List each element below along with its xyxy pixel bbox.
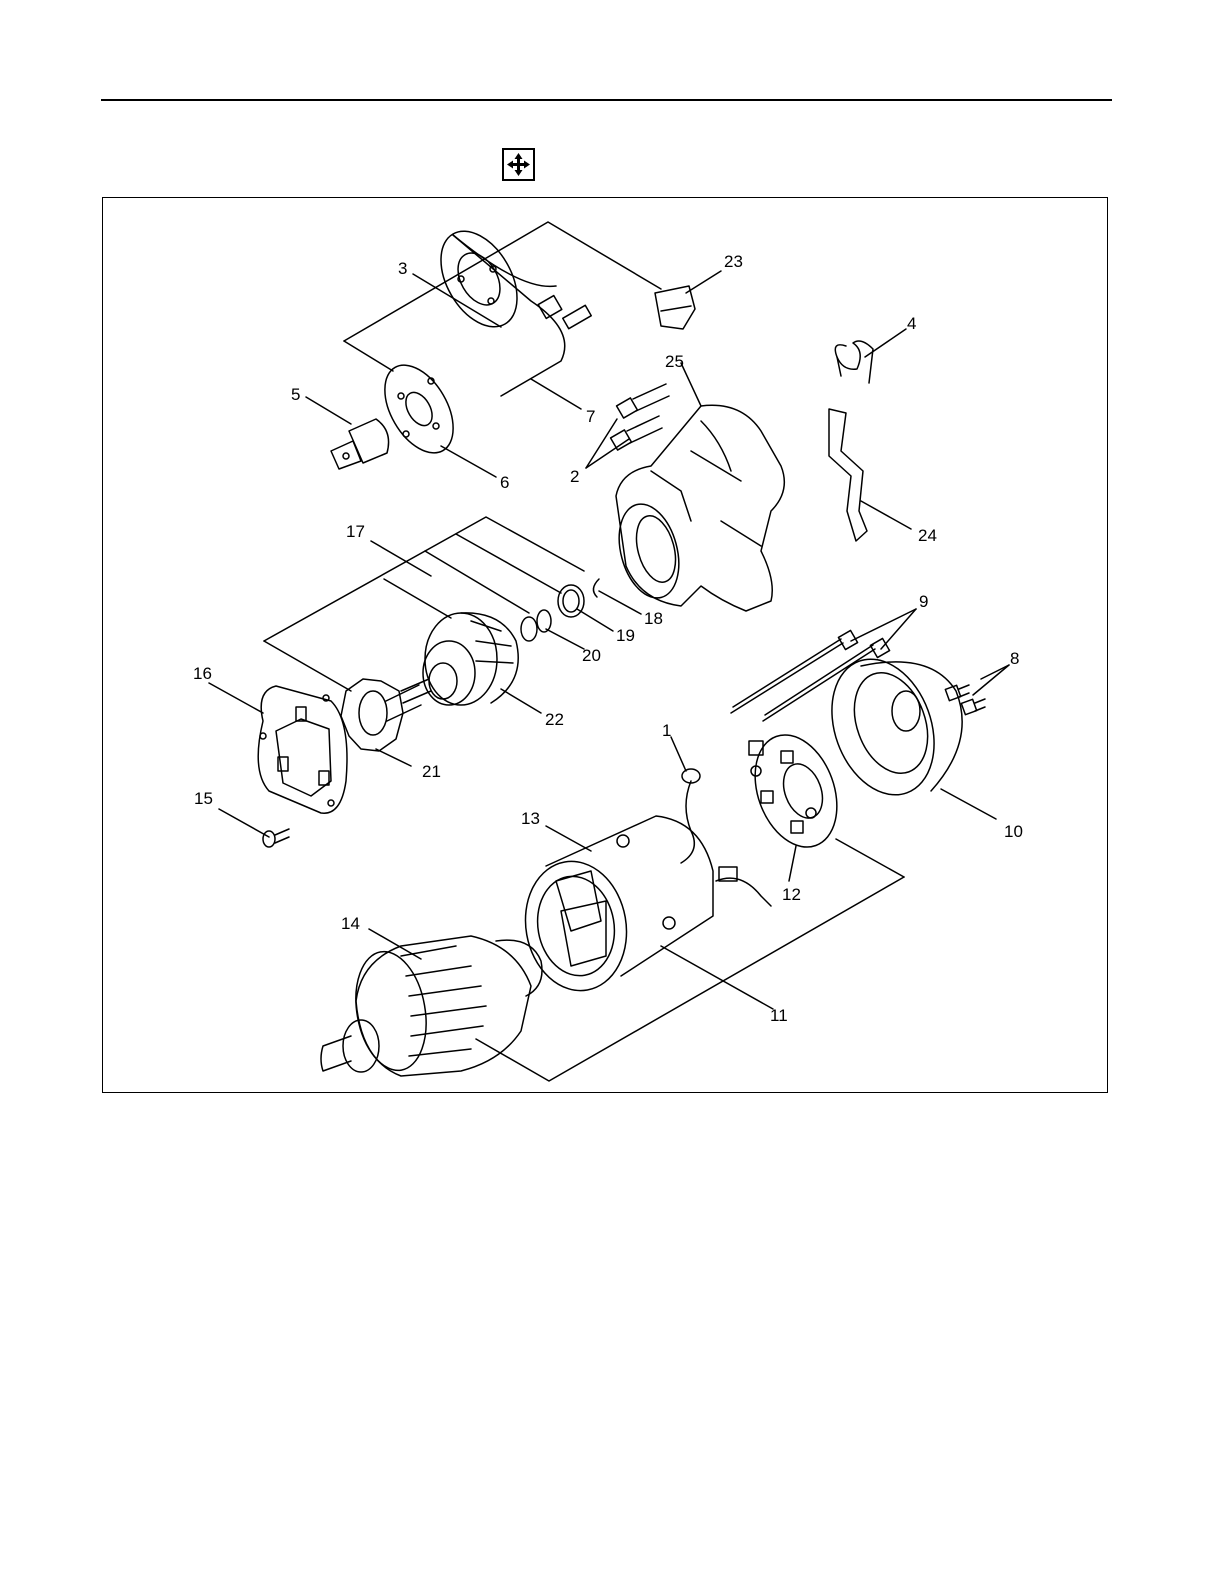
zoom-expand-icon[interactable]	[502, 148, 535, 181]
callout-14: 14	[341, 914, 360, 933]
callout-6: 6	[500, 473, 509, 492]
stop-ring	[558, 585, 584, 617]
callout-8: 8	[1010, 649, 1019, 668]
solenoid-gasket	[371, 353, 467, 464]
callout-7: 7	[586, 407, 595, 426]
snap-ring	[593, 579, 599, 597]
terminal-cover	[655, 286, 695, 329]
callout-10: 10	[1004, 822, 1023, 841]
callout-12: 12	[782, 885, 801, 904]
callout-9: 9	[919, 592, 928, 611]
callout-25: 25	[665, 352, 684, 371]
callout-24: 24	[918, 526, 937, 545]
callout-23: 23	[724, 252, 743, 271]
callout-5: 5	[291, 385, 300, 404]
callout-15: 15	[194, 789, 213, 808]
housing-screw	[263, 829, 289, 847]
callout-2: 2	[570, 467, 579, 486]
callout-19: 19	[616, 626, 635, 645]
pinion-gear	[341, 679, 421, 751]
starter-exploded-diagram: 3 23 4 25 5 7 2 6 17 24 9 18 19 20 8 16 …	[103, 198, 1109, 1094]
callout-22: 22	[545, 710, 564, 729]
callout-3: 3	[398, 259, 407, 278]
gear-case	[610, 405, 785, 611]
callout-4: 4	[907, 314, 916, 333]
callout-13: 13	[521, 809, 540, 828]
spring-small	[521, 610, 551, 641]
plunger	[331, 419, 389, 469]
yoke-assembly	[515, 816, 713, 999]
through-bolts-short	[611, 384, 669, 450]
callout-18: 18	[644, 609, 663, 628]
callout-20: 20	[582, 646, 601, 665]
callout-16: 16	[193, 664, 212, 683]
header-rule	[101, 99, 1112, 101]
callout-1: 1	[662, 721, 671, 740]
overrunning-clutch	[401, 613, 518, 705]
callout-21: 21	[422, 762, 441, 781]
return-spring	[835, 341, 873, 383]
group-bracket-solenoid	[344, 222, 661, 341]
armature	[321, 936, 542, 1076]
callout-11: 11	[770, 1006, 788, 1025]
housing-plate	[258, 686, 347, 813]
brush-holder	[740, 724, 851, 859]
shift-lever	[829, 409, 867, 541]
lead-wire	[681, 769, 771, 906]
exploded-view-frame: 3 23 4 25 5 7 2 6 17 24 9 18 19 20 8 16 …	[102, 197, 1108, 1093]
through-bolts-long	[731, 630, 890, 721]
callout-17: 17	[346, 522, 365, 541]
